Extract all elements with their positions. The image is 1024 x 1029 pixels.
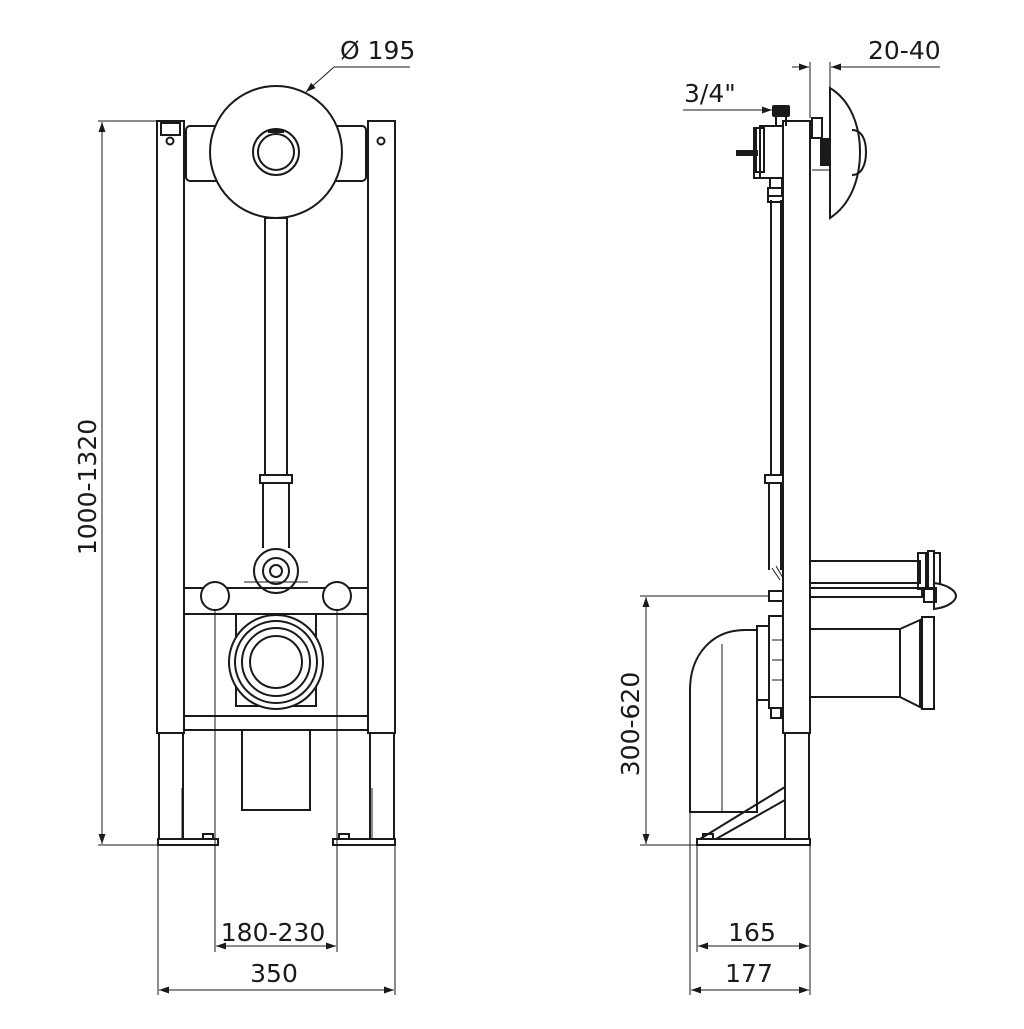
flush-button-icon: [252, 128, 300, 176]
drain-elbow: [689, 629, 758, 813]
side-brace: [699, 786, 786, 840]
flush-pipe: [264, 217, 288, 476]
flush-plate: [209, 85, 343, 219]
pipe-connector: [253, 548, 299, 594]
side-dimensions: 20-40 3/4" 300-620 165 177: [616, 36, 941, 995]
outlet-pipe: [809, 628, 901, 698]
thread-label: 3/4": [684, 79, 736, 108]
left-post: [156, 120, 185, 734]
tap-handle-icon: [736, 150, 758, 156]
depth-177-label: 177: [725, 959, 773, 988]
bolt-left: [200, 581, 230, 611]
right-foot: [332, 838, 396, 846]
height-label: 1000-1320: [73, 419, 102, 555]
front-view: [156, 85, 396, 846]
front-dimensions: Ø 195 1000-1320 180-230 350: [73, 36, 415, 995]
right-leg: [369, 732, 395, 840]
outlet-height-label: 300-620: [616, 672, 645, 776]
left-leg: [158, 732, 184, 840]
side-foot: [696, 838, 811, 846]
side-view: [689, 86, 958, 846]
bowl-bolt-rod: [809, 560, 921, 584]
bolt-spacing-label: 180-230: [221, 918, 325, 947]
side-post: [782, 120, 811, 734]
width-label: 350: [250, 959, 298, 988]
right-post: [367, 120, 396, 734]
side-leg: [784, 732, 810, 840]
drain-outlet: [228, 614, 324, 710]
flush-plate-side: [829, 86, 862, 220]
bolt-right: [322, 581, 352, 611]
bracket-icon: [160, 122, 181, 136]
diameter-label: Ø 195: [340, 36, 415, 65]
wall-gap-label: 20-40: [868, 36, 941, 65]
left-foot: [157, 838, 219, 846]
depth-165-label: 165: [728, 918, 776, 947]
